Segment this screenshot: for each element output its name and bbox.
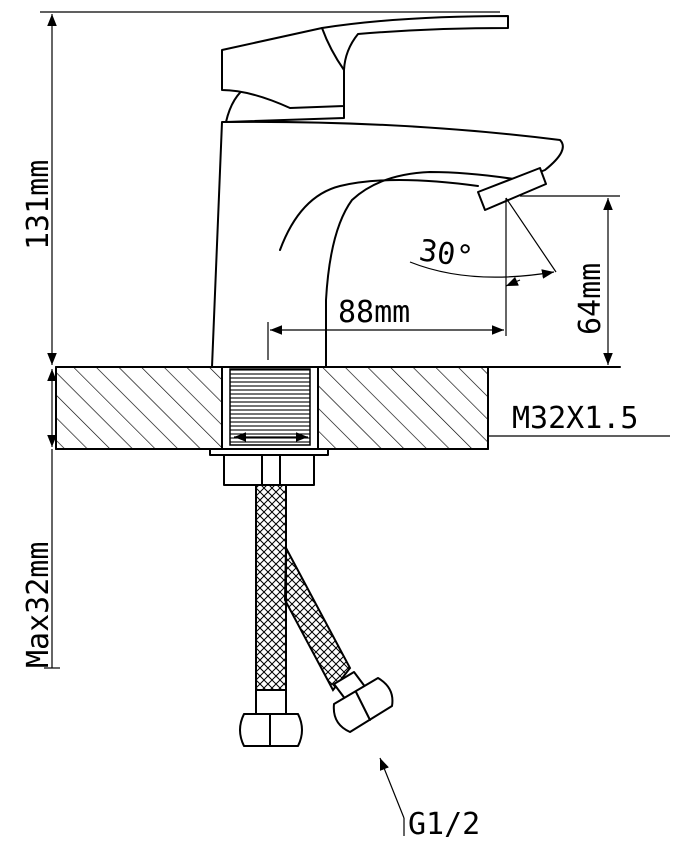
max-counter-dimension: Max32mm	[21, 369, 60, 669]
angle-dimension: 30°	[409, 197, 557, 287]
flex-hoses	[239, 484, 394, 747]
reach-dimension: 88mm	[267, 198, 507, 360]
spout-height-label: 64mm	[573, 263, 608, 335]
connector-callout: G1/2	[379, 757, 480, 842]
mounting-nut	[209, 448, 329, 486]
max-counter-label: Max32mm	[21, 542, 56, 668]
thread-callout: M32X1.5	[488, 401, 670, 437]
connector-label: G1/2	[408, 807, 480, 842]
thread-label: M32X1.5	[512, 401, 638, 436]
height-dimension: 131mm	[21, 11, 500, 365]
height-label: 131mm	[21, 160, 56, 250]
faucet-body	[211, 15, 564, 368]
angle-label: 30°	[417, 233, 476, 275]
reach-label: 88mm	[338, 295, 410, 330]
threaded-shank	[221, 366, 319, 450]
spout-height-dimension: 64mm	[520, 195, 620, 365]
